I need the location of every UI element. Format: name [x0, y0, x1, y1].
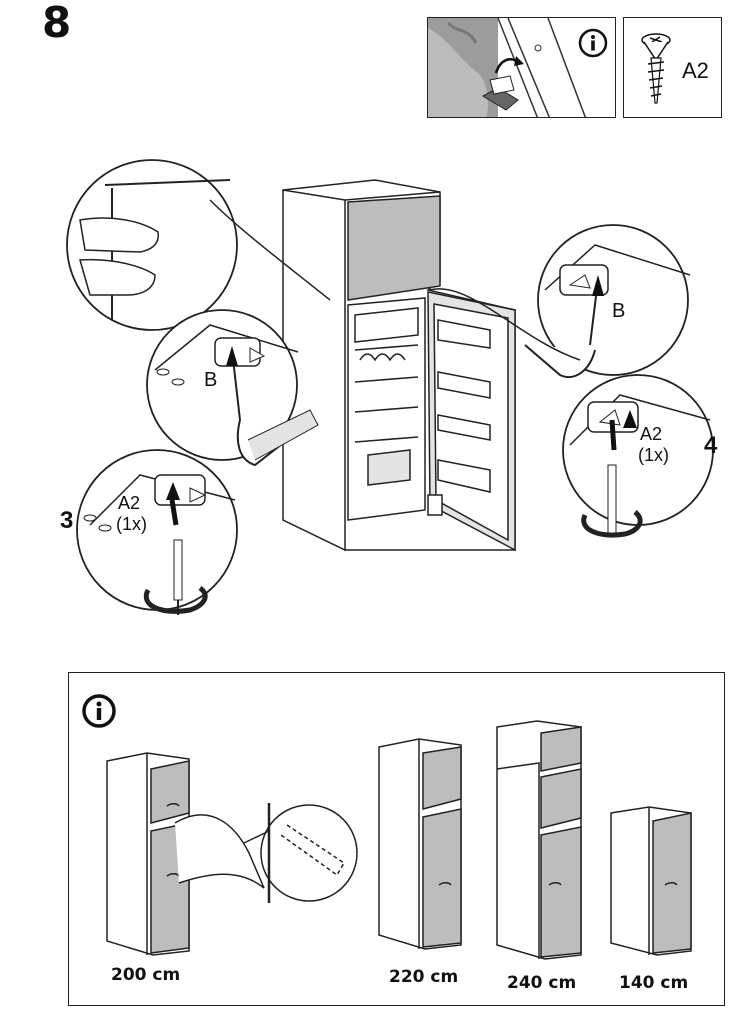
main-illustration: B A2 (1x) 3 B A2 (1x) [60, 159, 718, 615]
tip-box [427, 17, 616, 118]
info-icon [578, 28, 608, 58]
fridge [282, 179, 516, 552]
zoom-right-a2 [562, 374, 714, 538]
screw-code: A2 [682, 58, 709, 83]
zoom-left-b [146, 309, 319, 467]
zoom-right-b [429, 224, 691, 378]
size-240-label: 240 cm [507, 973, 577, 993]
fridge-sizes [106, 720, 692, 960]
info-panel: 200 cm 220 cm 240 cm 140 cm [68, 672, 725, 1006]
zoom-hands [66, 159, 331, 331]
zoom-left-a2 [76, 449, 238, 615]
right-step-label: 4 [704, 432, 718, 459]
right-qty-label: (1x) [638, 445, 669, 465]
left-qty-label: (1x) [116, 514, 147, 534]
screw-box: A2 [623, 17, 722, 118]
step-number: 8 [42, 0, 72, 47]
right-part-label: B [612, 300, 625, 322]
right-screw-label: A2 [640, 424, 662, 444]
left-part-label: B [204, 369, 217, 391]
screw-icon [641, 33, 671, 104]
size-140-label: 140 cm [619, 973, 689, 993]
size-220-label: 220 cm [389, 967, 459, 987]
left-screw-label: A2 [118, 493, 140, 513]
left-step-label: 3 [60, 507, 73, 534]
size-200-label: 200 cm [111, 965, 181, 985]
info-icon [82, 694, 116, 728]
tip-illustration [428, 18, 587, 117]
